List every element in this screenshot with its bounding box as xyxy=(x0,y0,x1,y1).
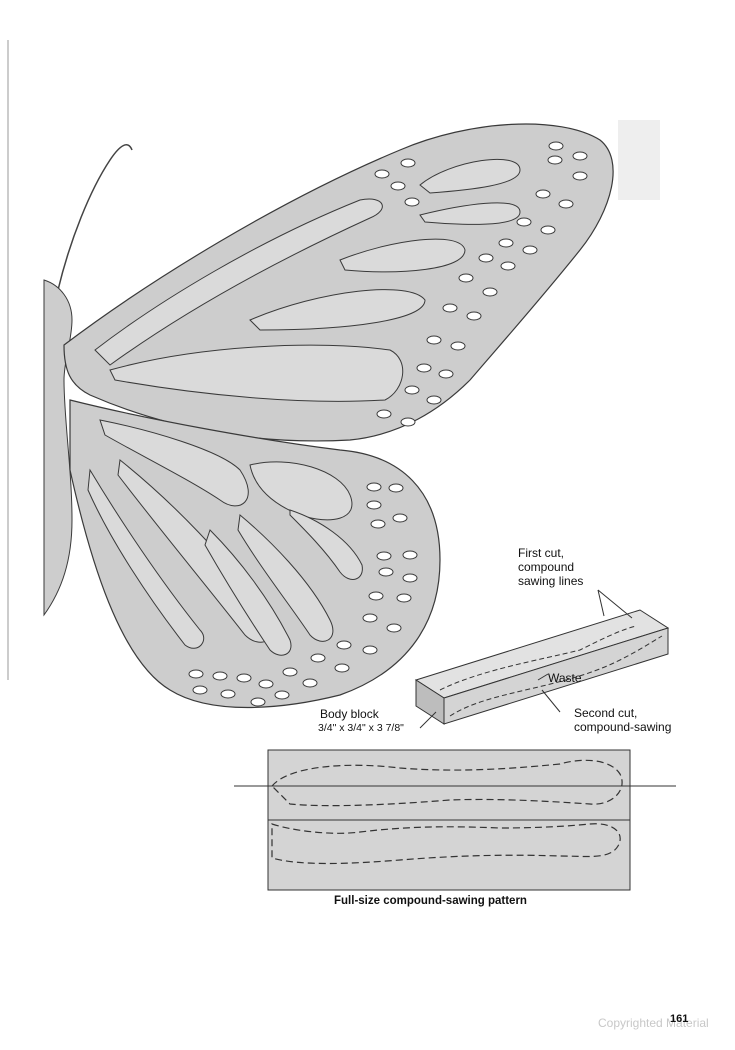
forewing-spots xyxy=(374,141,588,427)
label-first-cut: First cut, compound sawing lines xyxy=(518,546,584,588)
watermark: Copyrighted Material xyxy=(598,1016,709,1030)
page-number: 161 xyxy=(670,1013,689,1025)
hindwing-spots xyxy=(188,482,418,707)
full-size-pattern xyxy=(234,749,676,891)
label-body-block-dims: 3/4" x 3/4" x 3 7/8" xyxy=(318,722,404,734)
hindwing-cells xyxy=(87,419,363,656)
label-second-cut: Second cut, compound-sawing xyxy=(574,706,672,734)
body-block-3d xyxy=(414,589,670,729)
scan-shadow xyxy=(618,120,660,200)
forewing-cells xyxy=(94,158,521,402)
antenna xyxy=(57,144,133,291)
label-body-block: Body block xyxy=(320,707,379,721)
figure-caption: Full-size compound-sawing pattern xyxy=(334,895,527,907)
label-waste: Waste xyxy=(548,671,582,685)
butterfly-body xyxy=(43,279,73,617)
